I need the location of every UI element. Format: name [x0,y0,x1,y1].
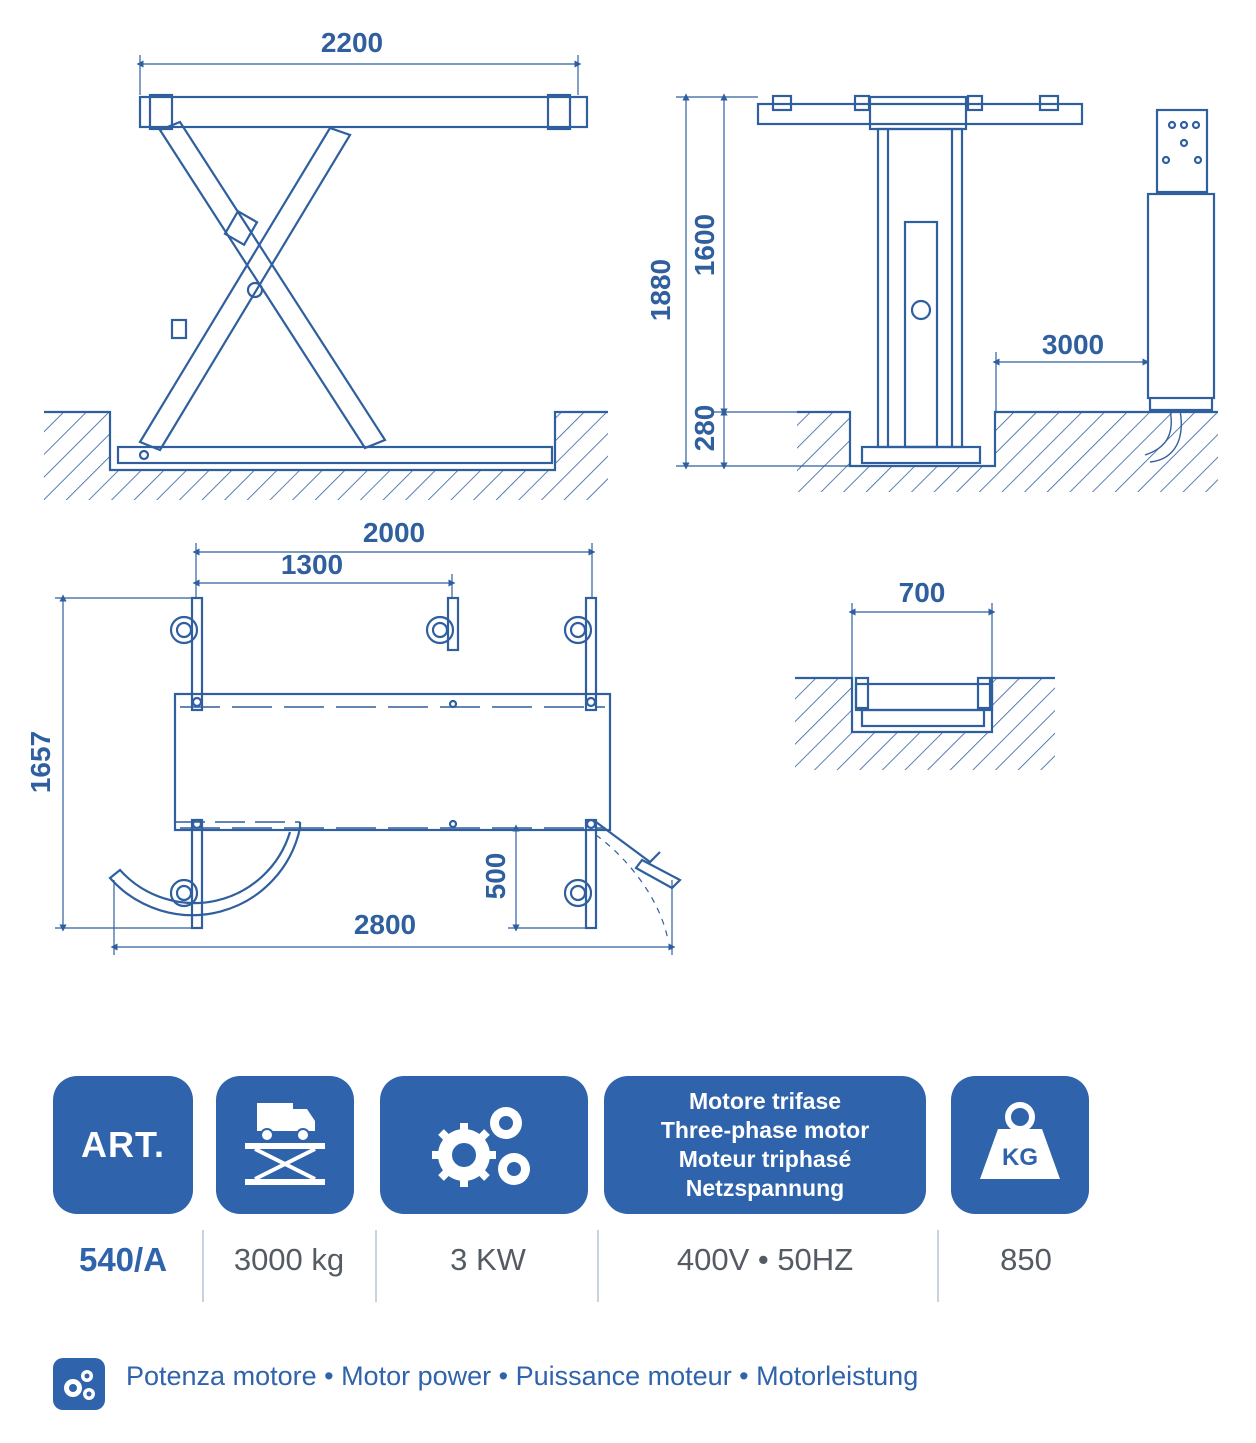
dim-label-280: 280 [689,405,720,452]
side-view [44,93,608,500]
top-view [108,596,682,941]
capacity-value: 3000 kg [233,1242,345,1277]
dim-label-2800: 2800 [354,909,416,940]
art-tile: ART. [53,1076,193,1214]
legend-text: Potenza motore • Motor power • Puissance… [126,1361,919,1391]
power-tile [380,1076,588,1214]
dim-label-1300: 1300 [281,549,343,580]
dim-label-700: 700 [899,577,946,608]
dim-label-3000: 3000 [1042,329,1104,360]
front-view [756,94,1218,492]
weight-icon-label: KG [1002,1144,1038,1171]
divider [937,1230,939,1302]
dims-front [676,93,1150,470]
divider [202,1230,204,1302]
dims-top [55,543,676,955]
dim-2200 [136,55,582,95]
motor-tile: Motore trifase Three-phase motor Moteur … [604,1076,926,1214]
truck-lift-icon [245,1103,325,1185]
gears-icon [432,1107,530,1187]
dim-label-2200: 2200 [321,27,383,58]
art-label: ART. [81,1124,165,1165]
motor-line-en: Three-phase motor [660,1117,870,1143]
weight-icon: KG [980,1102,1060,1179]
dim-label-2000: 2000 [363,517,425,548]
voltage-value: 400V • 50HZ [676,1242,854,1277]
divider [597,1230,599,1302]
weight-value: 850 [1000,1242,1052,1277]
capacity-tile [216,1076,354,1214]
dim-label-1657: 1657 [25,731,56,793]
gears-small-icon [53,1358,105,1410]
dim-label-500: 500 [480,853,511,900]
divider [375,1230,377,1302]
technical-drawing: 2200 1880 1600 280 3000 2000 1300 1657 5… [25,27,1218,955]
pit-section [795,676,1055,770]
dim-label-1600: 1600 [689,214,720,276]
art-value: 540/A [78,1241,168,1278]
dim-700 [848,603,996,678]
weight-tile: KG [951,1076,1089,1214]
dim-label-1880: 1880 [645,259,676,321]
motor-line-de: Netzspannung [685,1175,845,1201]
power-value: 3 KW [450,1242,526,1277]
motor-line-fr: Moteur triphasé [678,1146,852,1172]
motor-line-it: Motore trifase [688,1088,842,1114]
